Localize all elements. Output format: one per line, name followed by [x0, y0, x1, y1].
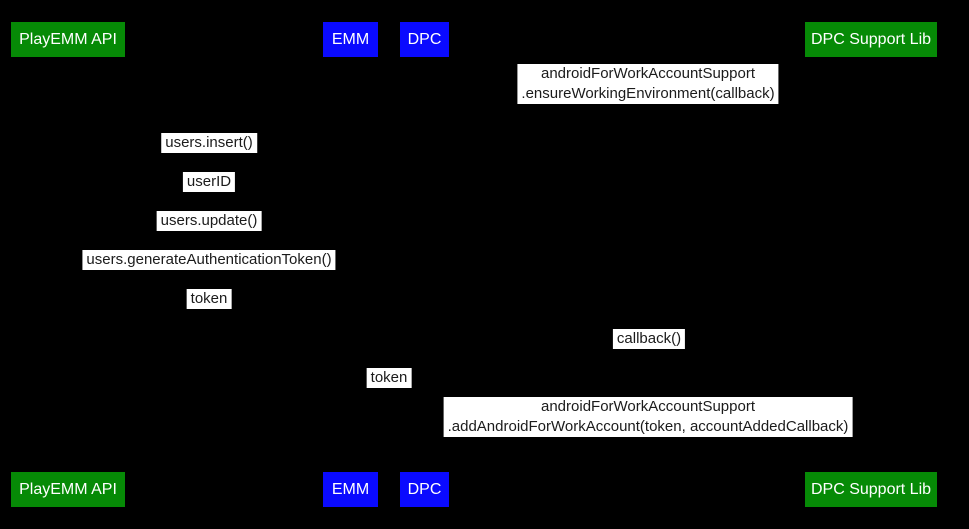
actor-dpc-top: DPC: [400, 22, 449, 57]
actor-dpc-bottom: DPC: [400, 472, 449, 507]
actor-dpc-support-lib-top: DPC Support Lib: [805, 22, 937, 57]
actor-emm-top: EMM: [323, 22, 378, 57]
message-user-id: userID: [182, 172, 236, 192]
message-line: token: [190, 290, 228, 307]
actor-emm-bottom: EMM: [323, 472, 378, 507]
message-line: .ensureWorkingEnvironment(callback): [521, 85, 775, 102]
actor-playemm-api-top: PlayEMM API: [11, 22, 125, 57]
message-line: callback(): [616, 330, 682, 347]
message-line: token: [370, 369, 408, 386]
message-token-forward: token: [366, 368, 412, 388]
actor-playemm-api-bottom: PlayEMM API: [11, 472, 125, 507]
message-line: userID: [186, 173, 232, 190]
message-line: users.update(): [160, 212, 258, 229]
message-users-update: users.update(): [156, 211, 262, 231]
message-line: users.insert(): [165, 134, 253, 151]
message-line: androidForWorkAccountSupport: [540, 65, 755, 82]
actor-dpc-support-lib-bottom: DPC Support Lib: [805, 472, 937, 507]
message-add-android-for-work-account: androidForWorkAccountSupport .addAndroid…: [443, 397, 853, 437]
message-users-insert: users.insert(): [161, 133, 257, 153]
message-line: .addAndroidForWorkAccount(token, account…: [447, 418, 849, 435]
message-line: users.generateAuthenticationToken(): [86, 251, 332, 268]
message-users-generate-auth-token: users.generateAuthenticationToken(): [82, 250, 336, 270]
message-ensure-working-environment: androidForWorkAccountSupport .ensureWork…: [517, 64, 779, 104]
message-token-return: token: [186, 289, 232, 309]
message-callback: callback(): [612, 329, 686, 349]
message-line: androidForWorkAccountSupport: [541, 398, 755, 415]
